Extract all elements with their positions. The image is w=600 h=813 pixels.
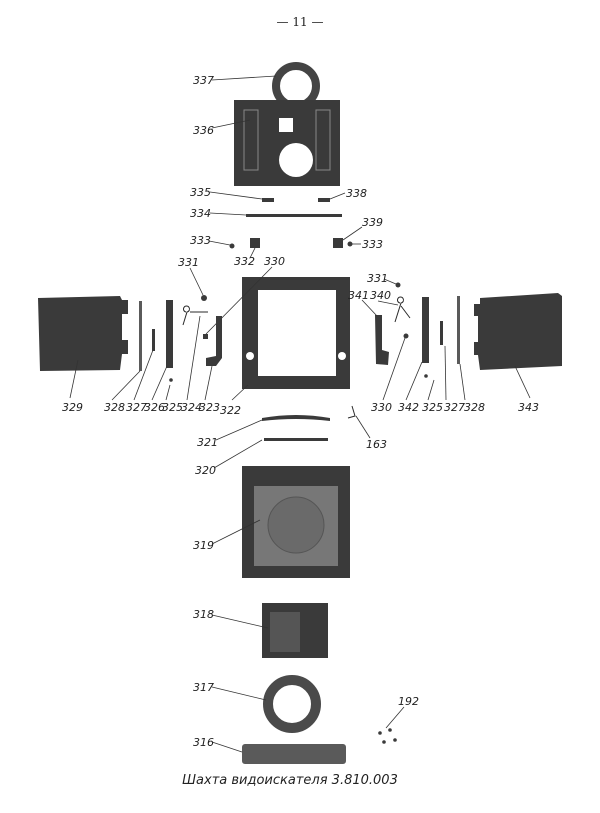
label-163: 163 — [366, 438, 387, 451]
label-325-right: 325 — [422, 401, 443, 414]
label-331-right: 331 — [367, 272, 388, 285]
label-330-right: 330 — [371, 401, 392, 414]
part-319-mirror-housing — [242, 466, 350, 578]
label-340: 340 — [370, 289, 391, 302]
part-325-right — [424, 374, 428, 378]
part-341 — [375, 315, 389, 365]
label-331-left: 331 — [178, 256, 199, 269]
part-331-right — [395, 282, 401, 288]
label-192: 192 — [398, 695, 419, 708]
figure-caption: Шахта видоискателя 3.810.003 — [182, 773, 398, 788]
part-328-left — [139, 301, 142, 371]
label-336: 336 — [193, 124, 214, 137]
part-320 — [264, 438, 328, 441]
part-318 — [262, 603, 328, 658]
part-329-left-panel — [38, 296, 128, 371]
part-325-left — [169, 378, 173, 382]
part-322-frame — [242, 277, 350, 389]
label-332: 332 — [234, 255, 255, 268]
label-328-left: 328 — [104, 401, 125, 414]
part-327-left — [152, 329, 155, 351]
label-318: 318 — [193, 608, 214, 621]
label-343: 343 — [518, 401, 539, 414]
label-330-top: 330 — [264, 255, 285, 268]
label-327-left: 327 — [126, 401, 147, 414]
part-323 — [206, 316, 222, 366]
label-335: 335 — [190, 186, 211, 199]
part-324-spring — [182, 305, 208, 326]
label-333-left: 333 — [190, 234, 211, 247]
part-333-right — [347, 241, 353, 247]
part-330-left — [203, 334, 208, 339]
part-340-spring — [394, 296, 411, 323]
label-338: 338 — [346, 187, 367, 200]
label-323: 323 — [199, 401, 220, 414]
part-335 — [262, 198, 274, 202]
part-330-right — [403, 333, 409, 339]
page-number: — 11 — — [277, 15, 324, 29]
label-329: 329 — [62, 401, 83, 414]
label-342: 342 — [398, 401, 419, 414]
part-339 — [333, 238, 343, 248]
label-316: 316 — [193, 736, 214, 749]
part-321 — [262, 415, 330, 421]
label-324: 324 — [181, 401, 202, 414]
part-163 — [347, 405, 356, 419]
label-333-right: 333 — [362, 238, 383, 251]
label-325-left: 325 — [162, 401, 183, 414]
part-338 — [318, 198, 330, 202]
part-334-rod — [246, 214, 342, 217]
label-320: 320 — [195, 464, 216, 477]
label-319: 319 — [193, 539, 214, 552]
label-328-right: 328 — [464, 401, 485, 414]
label-322: 322 — [220, 404, 241, 417]
label-327-right: 327 — [444, 401, 465, 414]
part-328-right — [457, 296, 460, 364]
part-342 — [422, 297, 429, 363]
part-192-screws — [378, 728, 397, 744]
part-326 — [166, 300, 173, 368]
label-341: 341 — [348, 289, 369, 302]
label-339: 339 — [362, 216, 383, 229]
part-327-right — [440, 321, 443, 345]
part-332 — [250, 238, 260, 248]
part-333-left — [229, 243, 235, 249]
part-331-left — [201, 295, 207, 301]
label-326: 326 — [144, 401, 165, 414]
part-316 — [242, 744, 346, 764]
label-334: 334 — [190, 207, 211, 220]
label-321: 321 — [197, 436, 218, 449]
part-336-top-plate — [234, 100, 340, 186]
part-343-right-panel — [474, 293, 562, 370]
part-317-ring — [263, 675, 321, 733]
label-317: 317 — [193, 681, 214, 694]
label-337: 337 — [193, 74, 214, 87]
